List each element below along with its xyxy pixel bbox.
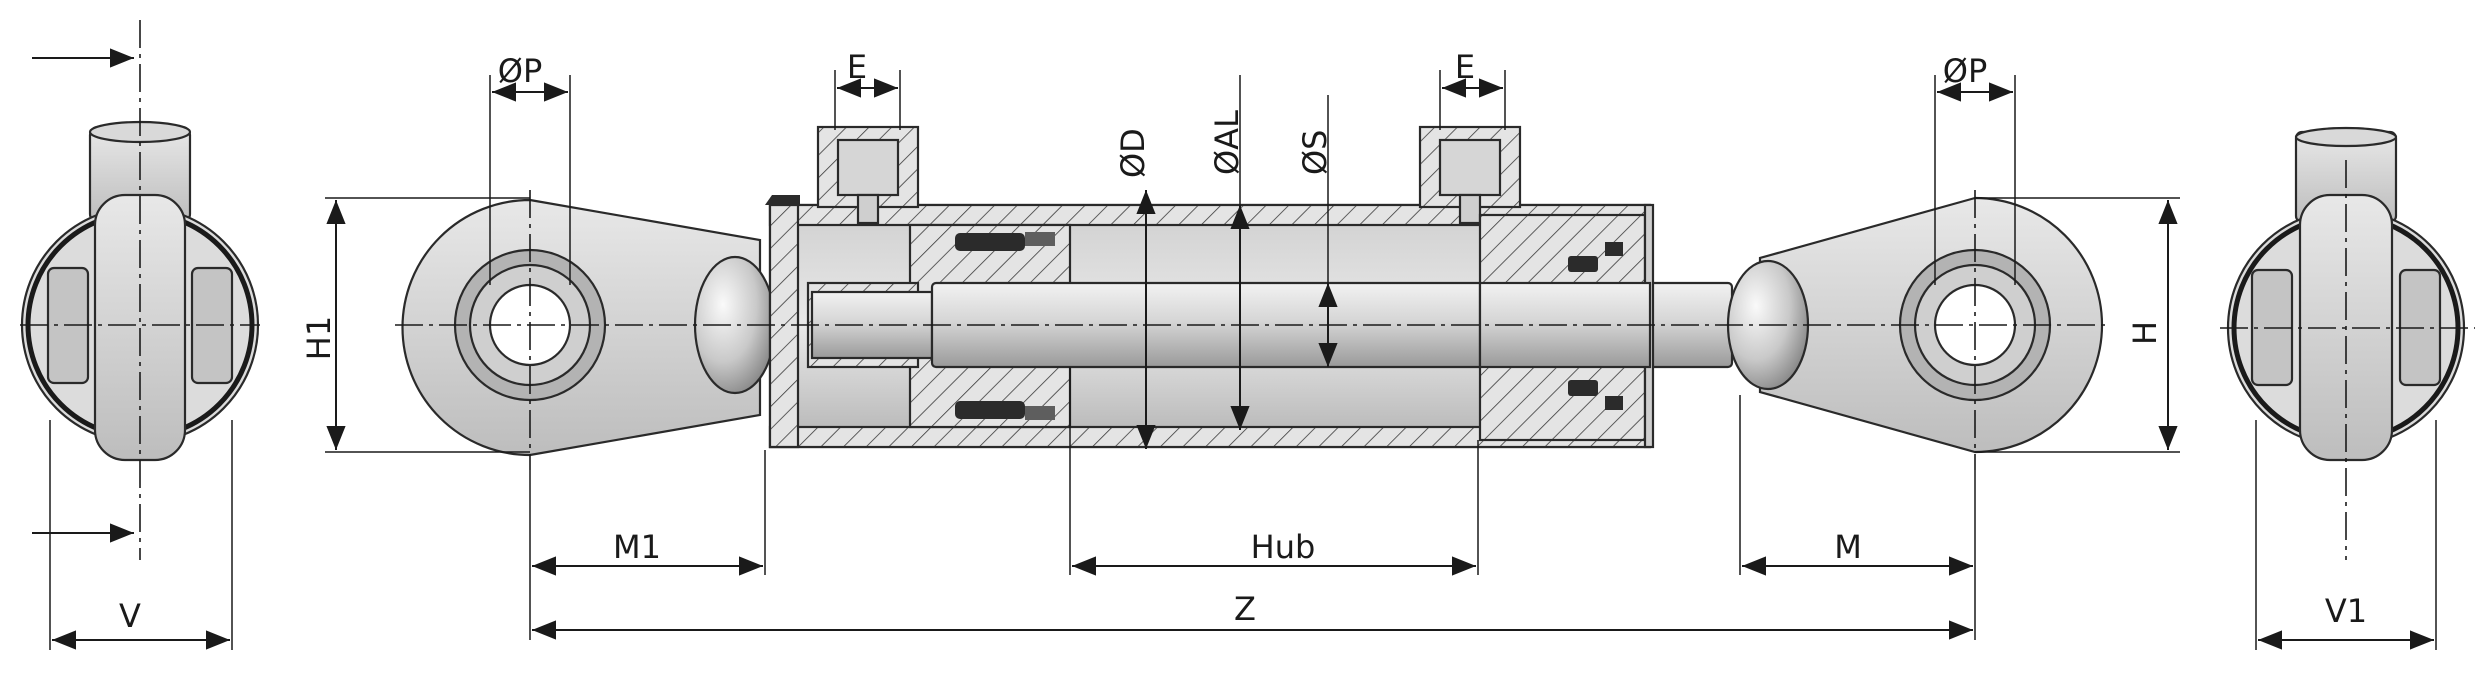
label-e-left: E	[847, 48, 867, 86]
label-d: ØD	[1114, 128, 1152, 178]
label-s: ØS	[1296, 130, 1334, 176]
label-m1: M1	[613, 528, 661, 566]
label-m: M	[1834, 528, 1862, 566]
cylinder-main-view	[395, 125, 2105, 470]
rear-end-cap	[768, 203, 800, 449]
label-v1: V1	[2325, 592, 2367, 630]
label-p-right: ØP	[1943, 52, 1987, 90]
label-al: ØAL	[1208, 110, 1246, 175]
label-h: H	[2126, 321, 2164, 345]
label-p-left: ØP	[498, 52, 542, 90]
label-e-right: E	[1455, 48, 1475, 86]
label-z: Z	[1234, 590, 1256, 628]
label-v: V	[119, 597, 141, 635]
label-h1: H1	[300, 316, 338, 360]
dimensions: ØP E ØD ØAL ØS E ØP H1	[300, 48, 2180, 640]
right-side-view: V1	[2220, 126, 2475, 650]
label-hub: Hub	[1251, 528, 1316, 566]
left-side-view: V	[20, 20, 260, 650]
